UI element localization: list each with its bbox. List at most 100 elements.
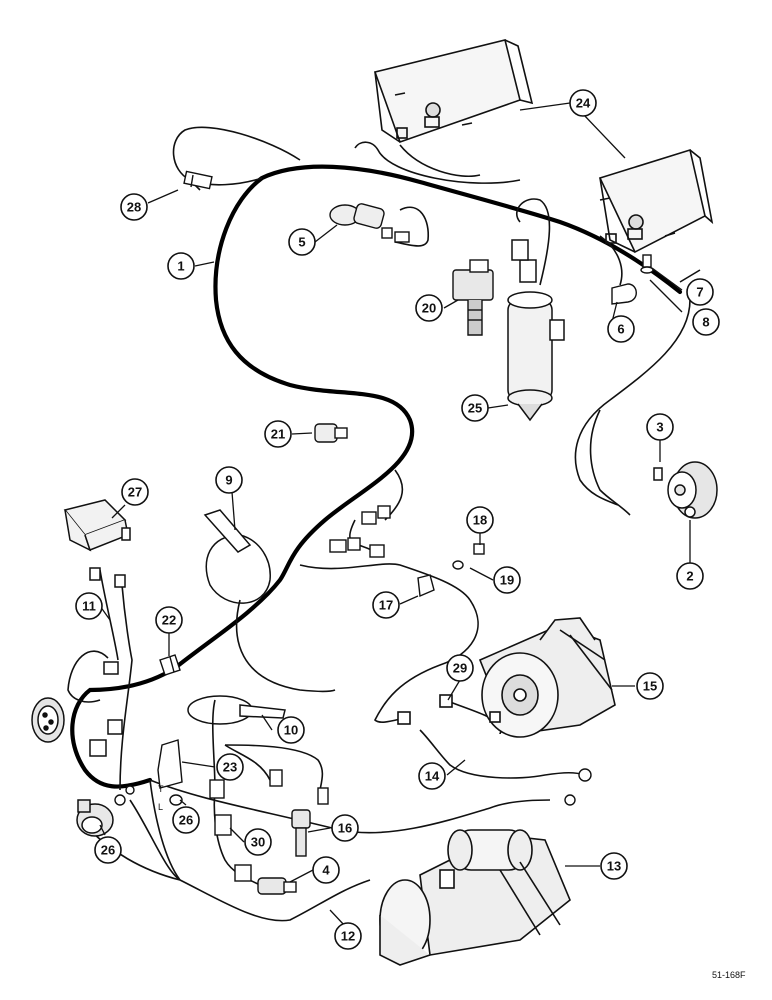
callout-c25: 25 bbox=[461, 394, 489, 422]
solenoid-valve bbox=[452, 259, 494, 336]
callout-number: 12 bbox=[341, 929, 355, 944]
callout-number: 14 bbox=[425, 769, 440, 784]
cable-clip bbox=[611, 283, 637, 305]
figure-reference: 51-168F bbox=[712, 970, 746, 980]
callout-number: 30 bbox=[251, 835, 265, 850]
screw-and-washer bbox=[640, 254, 654, 274]
alternator bbox=[397, 617, 616, 738]
callout-c9: 9 bbox=[215, 466, 243, 494]
callout-circle bbox=[155, 606, 183, 634]
callout-number: 15 bbox=[643, 679, 657, 694]
callout-c10: 10 bbox=[277, 716, 305, 744]
temperature-sender bbox=[314, 423, 348, 443]
starter-motor bbox=[379, 829, 571, 966]
callout-c14: 14 bbox=[418, 762, 446, 790]
callout-circle bbox=[418, 762, 446, 790]
callout-circle bbox=[334, 922, 362, 950]
callout-circle bbox=[676, 562, 704, 590]
inline-connector bbox=[183, 170, 213, 190]
callout-circle bbox=[288, 228, 316, 256]
bracket bbox=[157, 739, 183, 806]
callout-c24: 24 bbox=[569, 89, 597, 117]
callout-circle bbox=[600, 852, 628, 880]
callout-circle bbox=[75, 592, 103, 620]
callout-circle bbox=[636, 672, 664, 700]
callout-c30: 30 bbox=[244, 828, 272, 856]
callout-number: 4 bbox=[322, 863, 330, 878]
callout-c11: 11 bbox=[75, 592, 103, 620]
callout-circle bbox=[94, 836, 122, 864]
coil-cylinder bbox=[507, 239, 565, 422]
callout-number: 29 bbox=[453, 661, 467, 676]
temperature-switch bbox=[257, 877, 297, 895]
callout-circle bbox=[446, 654, 474, 682]
callout-c8: 8 bbox=[692, 308, 720, 336]
mark-t: T bbox=[158, 784, 164, 794]
callout-c19: 19 bbox=[493, 566, 521, 594]
bolt-and-washer bbox=[452, 543, 485, 570]
callout-number: 17 bbox=[379, 598, 393, 613]
callout-c3: 3 bbox=[646, 413, 674, 441]
work-light-left bbox=[373, 39, 534, 144]
callout-circle bbox=[415, 294, 443, 322]
callout-circle bbox=[167, 252, 195, 280]
callout-circle bbox=[331, 814, 359, 842]
callout-number: 9 bbox=[225, 473, 232, 488]
callout-number: 23 bbox=[223, 760, 237, 775]
callout-number: 6 bbox=[617, 322, 624, 337]
harness-clip-small bbox=[159, 654, 181, 676]
callout-c29: 29 bbox=[446, 654, 474, 682]
callout-number: 16 bbox=[338, 821, 352, 836]
callout-circle bbox=[216, 753, 244, 781]
callout-c26a: 26 bbox=[172, 806, 200, 834]
callout-circle bbox=[461, 394, 489, 422]
pressure-switch bbox=[329, 203, 410, 243]
callout-number: 10 bbox=[284, 723, 298, 738]
callout-c28: 28 bbox=[120, 193, 148, 221]
callout-c18: 18 bbox=[466, 506, 494, 534]
callout-circle bbox=[372, 591, 400, 619]
ring-terminals bbox=[114, 768, 592, 806]
callout-circle bbox=[121, 478, 149, 506]
callout-c17: 17 bbox=[372, 591, 400, 619]
callout-number: 24 bbox=[576, 96, 591, 111]
callout-circle bbox=[607, 315, 635, 343]
sensor-plug bbox=[209, 779, 252, 882]
callout-number: 3 bbox=[656, 420, 663, 435]
callout-circle bbox=[215, 466, 243, 494]
callout-number: 19 bbox=[500, 573, 514, 588]
callout-c27: 27 bbox=[121, 478, 149, 506]
callout-circle bbox=[120, 193, 148, 221]
callout-c21: 21 bbox=[264, 420, 292, 448]
callout-number: 8 bbox=[702, 315, 709, 330]
callout-c4: 4 bbox=[312, 856, 340, 884]
mark-l: L bbox=[158, 802, 163, 812]
callout-number: 2 bbox=[686, 569, 693, 584]
callout-c7: 7 bbox=[686, 278, 714, 306]
callout-circle bbox=[646, 413, 674, 441]
callout-circle bbox=[569, 89, 597, 117]
cable-tie-9 bbox=[203, 509, 271, 604]
callout-c23: 23 bbox=[216, 753, 244, 781]
callout-circle bbox=[172, 806, 200, 834]
callout-number: 26 bbox=[179, 813, 193, 828]
callout-c5: 5 bbox=[288, 228, 316, 256]
callout-number: 13 bbox=[607, 859, 621, 874]
callout-c2: 2 bbox=[676, 562, 704, 590]
harness-clip bbox=[417, 574, 435, 598]
callout-circle bbox=[244, 828, 272, 856]
callout-number: 18 bbox=[473, 513, 487, 528]
oil-pressure-sender bbox=[76, 799, 114, 837]
callout-c26b: 26 bbox=[94, 836, 122, 864]
callout-circle bbox=[264, 420, 292, 448]
connector-block bbox=[329, 505, 391, 558]
callout-circle bbox=[692, 308, 720, 336]
callout-c15: 15 bbox=[636, 672, 664, 700]
horn bbox=[653, 461, 718, 519]
relay bbox=[63, 499, 131, 552]
callout-number: 25 bbox=[468, 401, 482, 416]
callout-number: 7 bbox=[696, 285, 703, 300]
callout-c16: 16 bbox=[331, 814, 359, 842]
callout-c22: 22 bbox=[155, 606, 183, 634]
work-light-right bbox=[598, 148, 714, 283]
